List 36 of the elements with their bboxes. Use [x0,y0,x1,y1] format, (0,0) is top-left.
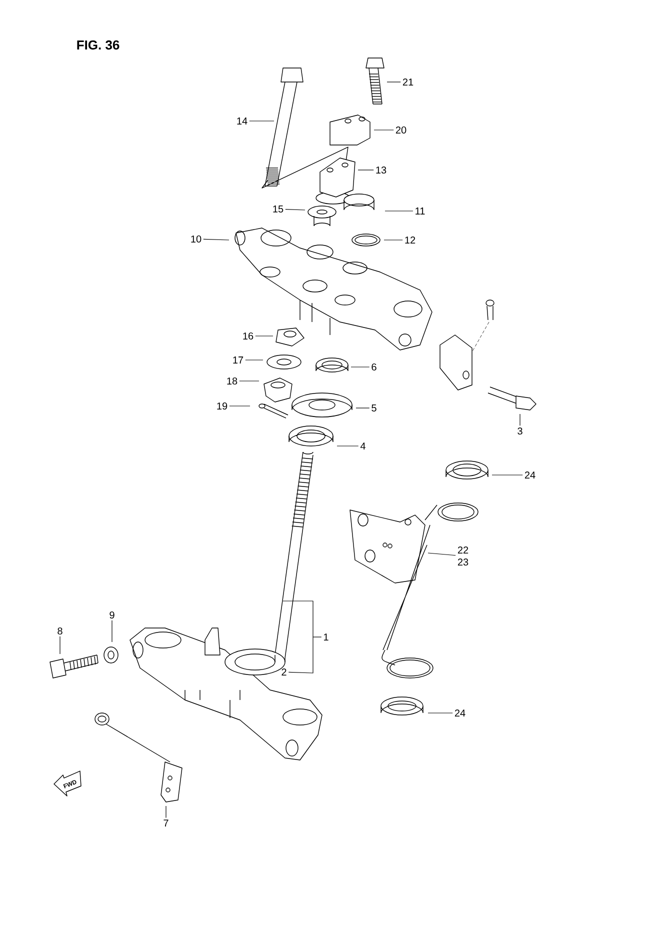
callout-number: 1 [324,634,328,640]
leader-line [203,238,230,240]
callout-number: 13 [376,166,386,174]
callout-number: 8 [58,627,62,635]
leader-line [282,600,314,674]
figure-title: FIG. 36 [77,40,120,50]
callout-number: 12 [405,236,416,244]
leader-line [239,380,260,382]
leader-line [285,208,306,210]
leader-line [312,636,322,638]
leader-line [384,210,414,212]
leader-line [492,474,523,476]
callout-number: 14 [237,118,248,124]
callout-number: 24 [454,710,466,716]
leader-line [350,366,370,368]
callout-number: 7 [164,820,168,826]
callout-number: 17 [233,356,244,364]
callout-number: 20 [396,126,406,134]
leader-line [428,712,453,714]
callout-number: 15 [273,206,284,212]
callout-number: 3 [518,427,522,435]
callout-number: 11 [416,208,425,214]
callout-number: 9 [110,611,114,619]
callout-number: 22 23 [458,546,468,566]
callout-number: 5 [372,404,376,412]
callout-number: 18 [227,377,238,385]
callout-number: 6 [372,363,376,371]
leader-line [249,120,274,122]
callout-number: 24 [524,472,536,478]
callout-number: 10 [191,235,202,243]
leader-line [428,552,456,556]
callout-number: 4 [360,442,366,450]
callout-number: 21 [402,78,414,86]
callout-number: 16 [243,332,254,340]
callout-number: 19 [217,402,228,410]
callout-number: 2 [282,668,286,676]
